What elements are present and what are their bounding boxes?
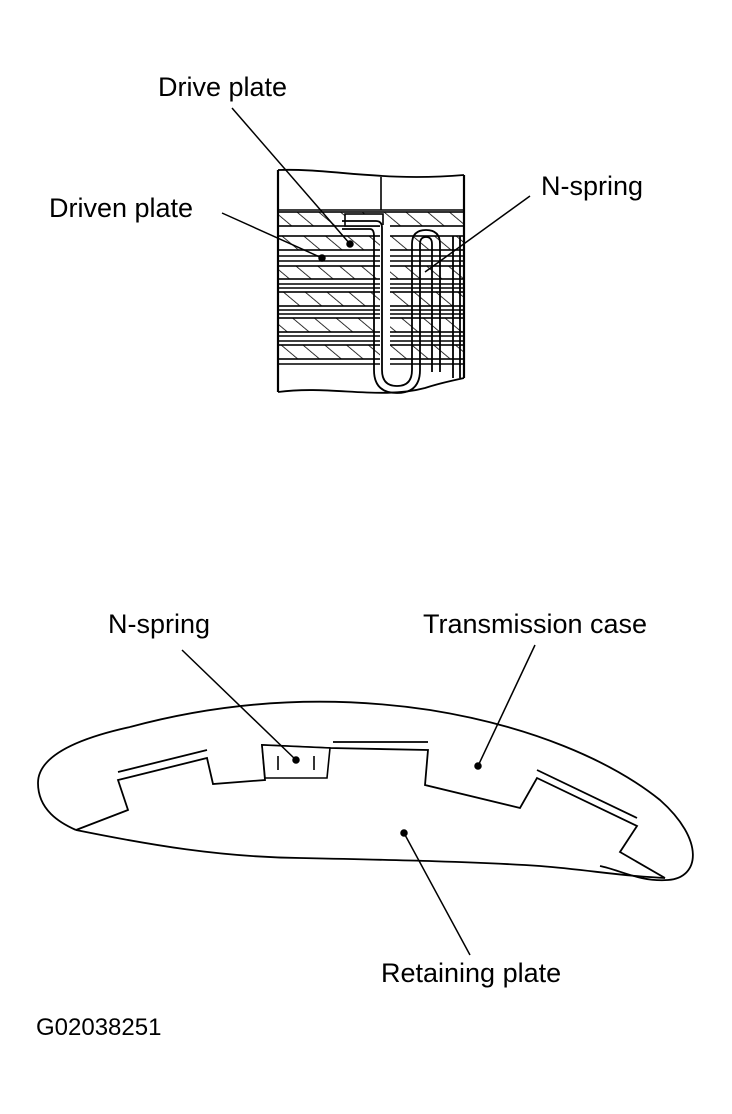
clutch-pack-section bbox=[276, 168, 466, 394]
drive-plate-3 bbox=[278, 265, 464, 280]
drive-plate-4 bbox=[278, 291, 464, 307]
label-n-spring-bottom: N-spring bbox=[108, 609, 211, 639]
n-spring-wire bbox=[342, 220, 461, 394]
bottom-leader-lines bbox=[181, 644, 536, 956]
label-driven-plate: Driven plate bbox=[49, 193, 194, 223]
label-retaining-plate: Retaining plate bbox=[381, 958, 562, 988]
drive-plate-2 bbox=[278, 235, 464, 251]
label-n-spring-top: N-spring bbox=[541, 171, 644, 201]
transmission-case-outline bbox=[37, 700, 694, 882]
drive-plate-5 bbox=[278, 317, 464, 333]
drive-plate-6 bbox=[278, 344, 464, 360]
figure-id: G02038251 bbox=[36, 1014, 162, 1041]
top-leader-lines bbox=[221, 107, 531, 273]
label-transmission-case: Transmission case bbox=[423, 609, 648, 639]
plate-stack bbox=[278, 211, 464, 365]
retaining-plate-outline bbox=[75, 741, 666, 879]
label-drive-plate: Drive plate bbox=[158, 72, 288, 102]
